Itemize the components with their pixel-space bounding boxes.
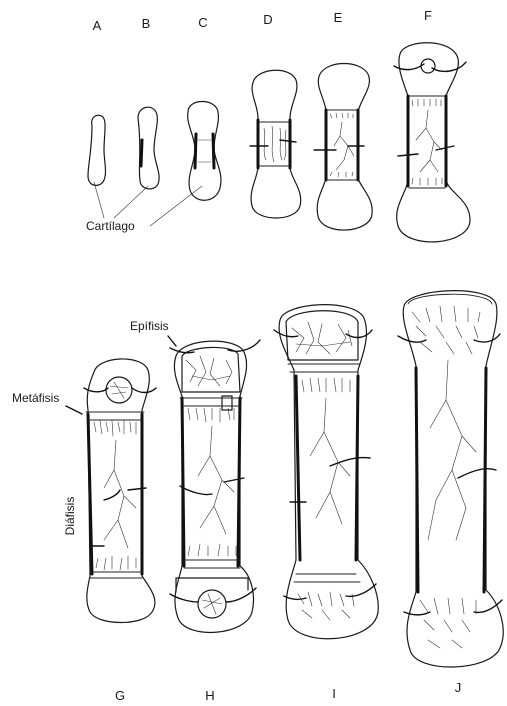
cartilage-label: Cartílago	[86, 219, 135, 233]
label-f: F	[424, 8, 432, 23]
diaphysis-annotation: Diáfisis	[63, 497, 77, 536]
bone-stage-i	[274, 305, 378, 639]
bone-stage-c	[188, 102, 221, 201]
bone-stage-f	[394, 43, 470, 242]
metaphysis-annotation: Metáfisis	[12, 391, 82, 414]
bone-stage-a	[88, 115, 106, 185]
epiphysis-annotation: Epífisis	[130, 319, 176, 346]
bone-stage-g	[84, 359, 156, 623]
bone-stage-e	[314, 64, 372, 231]
label-c: C	[198, 15, 207, 30]
cartilage-annotation: Cartílago	[86, 182, 202, 233]
label-g: G	[115, 688, 125, 703]
bone-stage-b	[138, 107, 159, 189]
diaphysis-label: Diáfisis	[63, 497, 77, 536]
label-e: E	[334, 10, 343, 25]
bone-stage-j	[398, 291, 503, 667]
metaphysis-label: Metáfisis	[12, 391, 59, 405]
label-i: I	[332, 686, 336, 701]
bone-stage-h	[170, 340, 260, 632]
epiphysis-label: Epífisis	[130, 319, 169, 333]
label-h: H	[205, 688, 214, 703]
bone-stage-d	[250, 70, 301, 218]
label-j: J	[455, 680, 462, 695]
label-b: B	[142, 16, 151, 31]
label-a: A	[93, 18, 102, 33]
label-d: D	[263, 12, 272, 27]
